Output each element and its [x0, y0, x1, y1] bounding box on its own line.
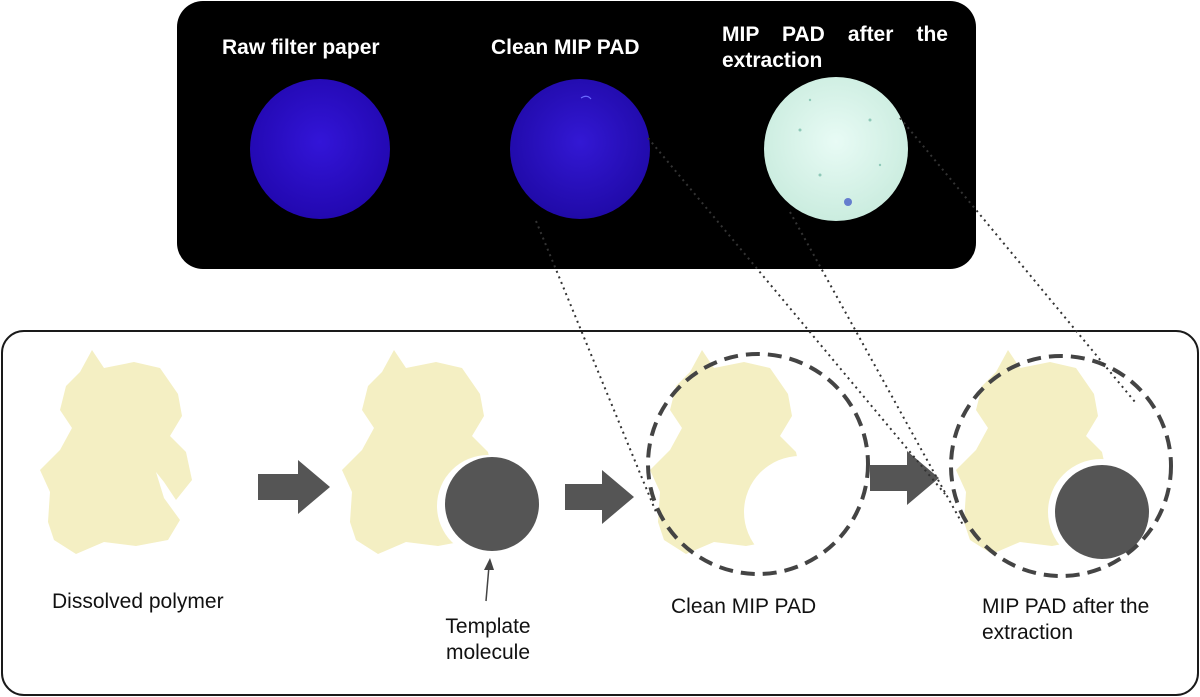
raw-filter-paper-label: Raw filter paper	[222, 36, 380, 59]
extracted-mip-pad-disc	[764, 77, 908, 221]
clean-mip-pad-photo-label: Clean MIP PAD	[491, 36, 640, 59]
process-arrow-1	[258, 460, 330, 514]
connector-clean-left	[535, 220, 657, 513]
mip-pad-after-extraction-label: MIP PAD after the extraction	[982, 595, 1150, 644]
template-pointer-arrow	[484, 558, 494, 602]
clean-mip-pad-disc	[510, 79, 650, 219]
connector-extract-right	[899, 117, 1136, 403]
polymer-with-template	[342, 350, 539, 557]
rebound-molecule-circle	[1055, 465, 1149, 559]
raw-filter-paper-disc	[250, 79, 390, 219]
extracted-mip-pad-dashed-circle	[949, 354, 1173, 578]
mip-pad-after-extraction-photo-label: MIP PAD after the extraction	[722, 23, 948, 72]
process-arrow-3	[870, 451, 939, 505]
connector-lines	[535, 117, 1136, 526]
clean-mip-pad-dashed-circle	[646, 352, 870, 576]
clean-mip-pad-stage	[646, 350, 870, 576]
template-molecule-circle	[445, 457, 539, 551]
template-molecule-label: Template molecule	[445, 615, 531, 664]
process-arrow-2	[565, 470, 634, 524]
dissolved-polymer-label: Dissolved polymer	[52, 590, 224, 613]
diagram-panel	[1, 330, 1199, 696]
extracted-mip-pad-stage	[949, 350, 1173, 578]
clean-mip-pad-label: Clean MIP PAD	[671, 595, 817, 618]
